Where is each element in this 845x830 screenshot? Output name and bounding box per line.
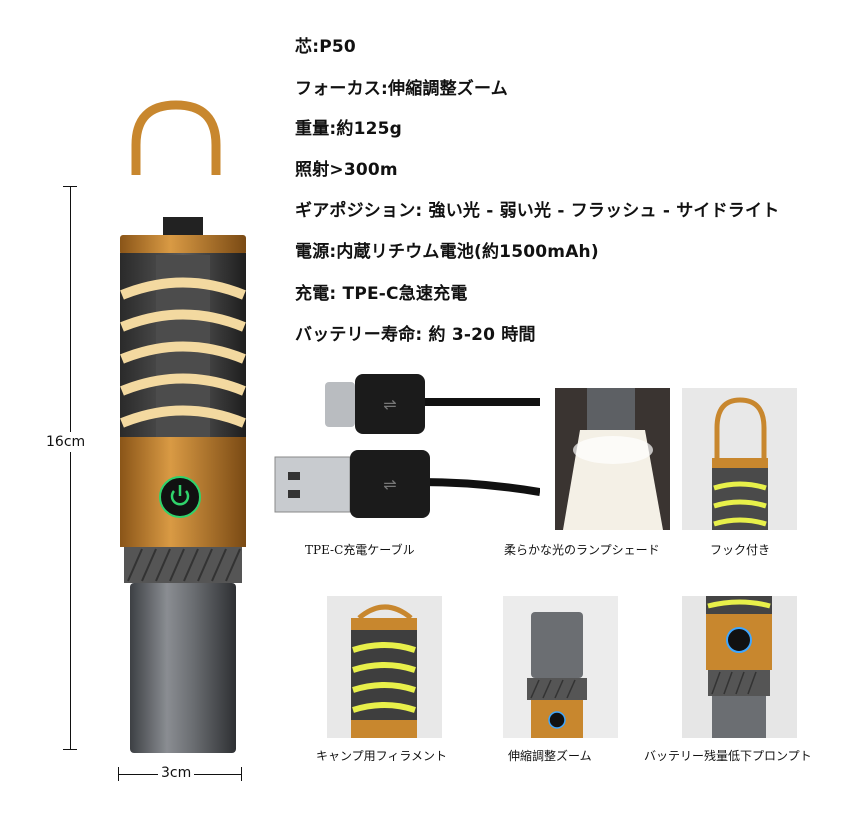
spec-weight: 重量:約125g <box>295 119 403 139</box>
svg-text:⇌: ⇌ <box>383 395 396 414</box>
height-label: 16cm <box>46 432 86 452</box>
spec-charge: 充電: TPE-C急速充電 <box>295 284 468 304</box>
caption-zoom: 伸縮調整ズーム <box>508 749 592 763</box>
spec-range: 照射>300m <box>295 160 398 180</box>
svg-text:⇌: ⇌ <box>383 475 396 494</box>
caption-lampshade: 柔らかな光のランプシェード <box>504 543 660 557</box>
caption-battery: バッテリー残量低下プロンプト <box>644 749 812 763</box>
height-tick-bottom <box>63 749 77 750</box>
hook-image <box>682 388 797 530</box>
flashlight-main-image <box>108 95 258 755</box>
spec-focus: フォーカス:伸縮調整ズーム <box>295 79 508 99</box>
caption-filament: キャンプ用フィラメント <box>316 749 448 763</box>
zoom-image <box>503 596 618 738</box>
lampshade-image <box>555 388 670 530</box>
width-label: 3cm <box>158 765 195 781</box>
battery-prompt-image <box>682 596 797 738</box>
height-tick-top <box>63 186 77 187</box>
caption-cable: TPE-C充電ケーブル <box>305 543 415 557</box>
spec-power: 電源:内蔵リチウム電池(約1500mAh) <box>295 242 599 262</box>
spec-core: 芯:P50 <box>295 37 356 57</box>
spec-battery-life: バッテリー寿命: 約 3-20 時間 <box>295 325 536 345</box>
spec-gear: ギアポジション: 強い光 - 弱い光 - フラッシュ - サイドライト <box>295 201 780 221</box>
width-tick-right <box>241 767 242 781</box>
caption-hook: フック付き <box>710 543 771 557</box>
filament-image <box>327 596 442 738</box>
width-tick-left <box>118 767 119 781</box>
height-dimension-line <box>70 186 71 749</box>
cable-image: ⇌ ⇌ <box>270 362 540 530</box>
